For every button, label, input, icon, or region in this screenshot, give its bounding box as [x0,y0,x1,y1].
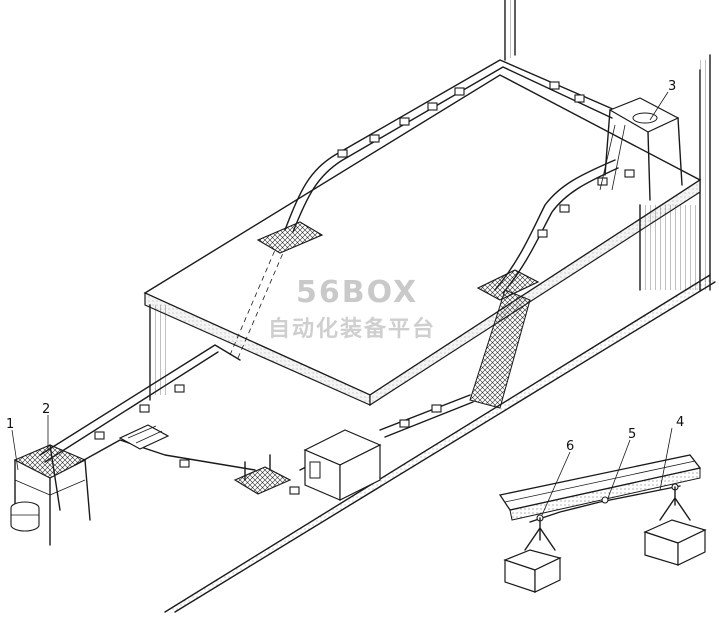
label-5: 5 [628,427,636,442]
station-lower-mid [233,454,292,495]
label-1: 1 [6,417,14,432]
inset-detail [498,454,707,593]
incline-shaft [229,249,531,409]
label-3: 3 [668,79,676,94]
upper-floor-slab [143,74,702,407]
label-6: 6 [566,439,574,454]
label-2: 2 [42,402,50,417]
drive-frame-left [10,444,91,546]
drive-frame-right [599,97,683,201]
watermark-subtitle: 自动化装备平台 [268,316,436,342]
station-upper-left [256,221,324,254]
leader-lines [11,91,673,516]
watermark-title: 56BOX [296,275,418,310]
oven-box [303,429,382,501]
station-lower-left [118,424,170,450]
label-4: 4 [676,415,684,430]
lower-floor-edge [164,274,716,613]
carriers [94,81,635,495]
station-upper-right [476,269,540,301]
upper-track [284,59,619,294]
